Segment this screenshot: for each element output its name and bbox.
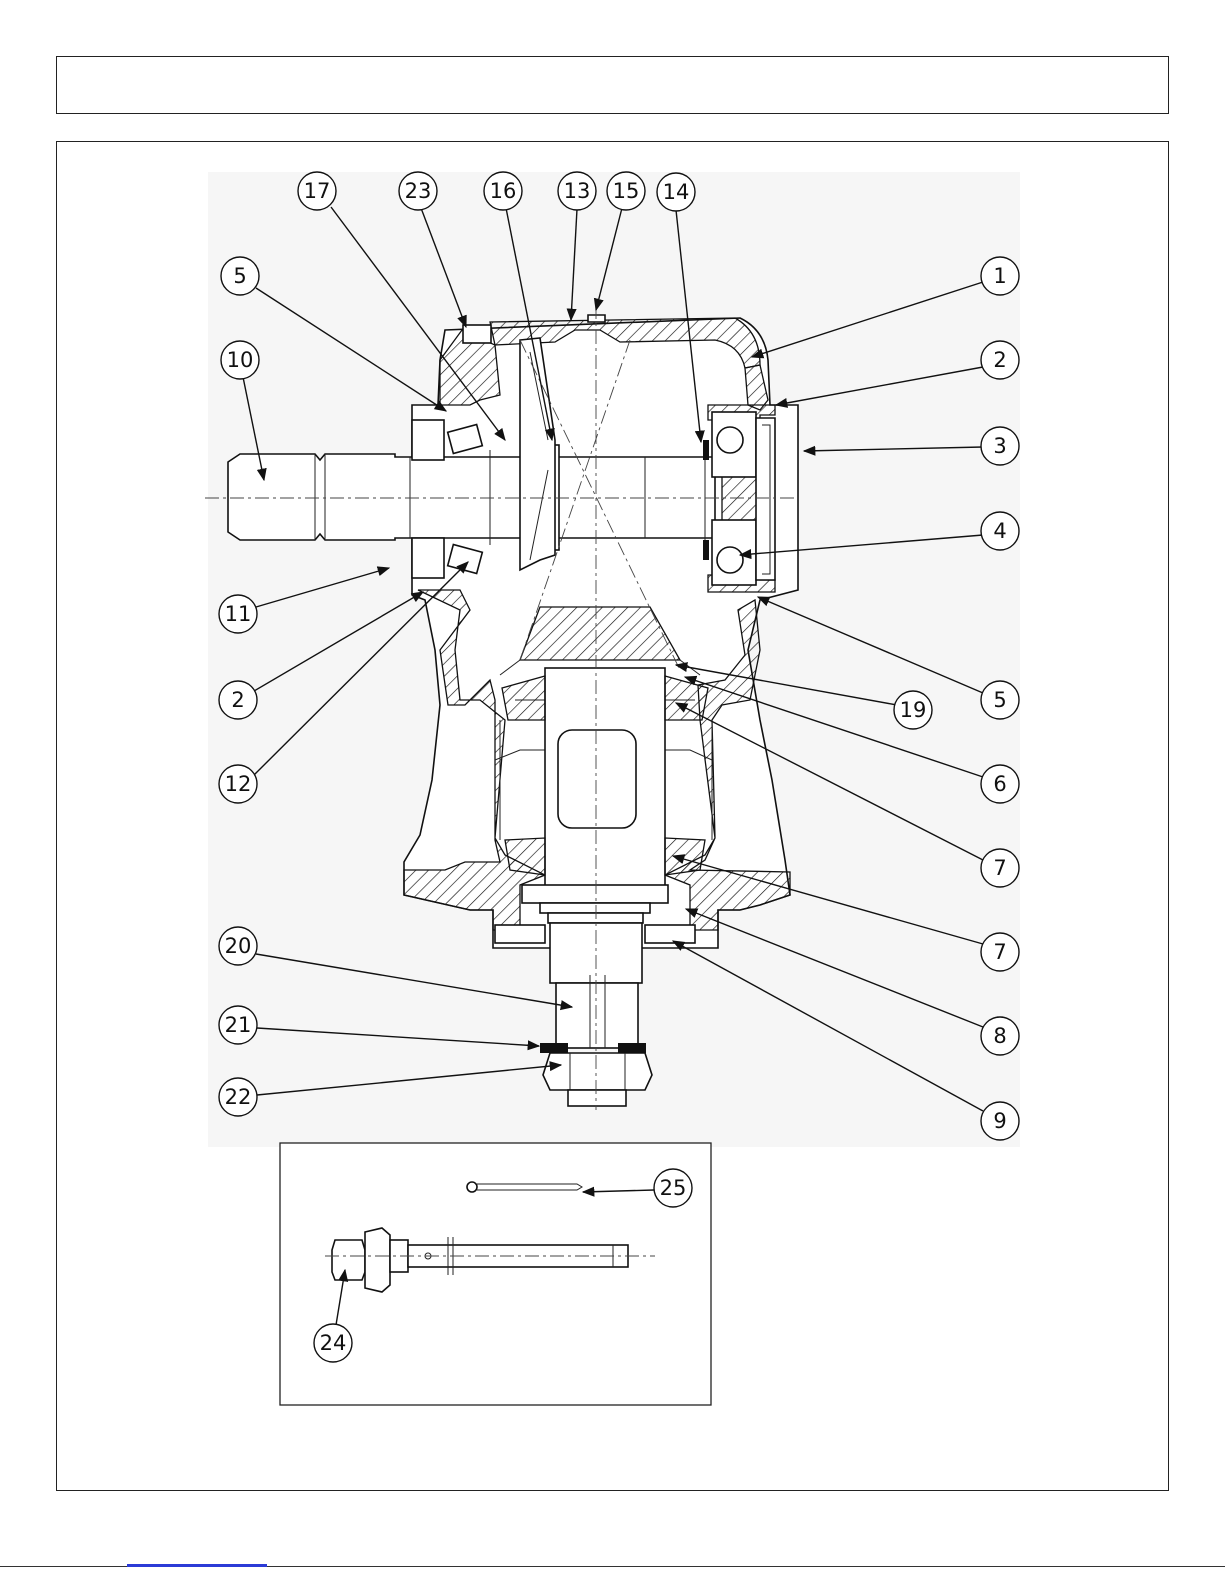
callout-2-right: 2	[981, 341, 1019, 379]
callout-23: 23	[399, 172, 437, 210]
footer-link[interactable]	[127, 1564, 267, 1567]
svg-text:1: 1	[993, 264, 1006, 288]
svg-text:7: 7	[993, 940, 1006, 964]
svg-text:7: 7	[993, 856, 1006, 880]
svg-text:11: 11	[225, 602, 252, 626]
callout-22: 22	[219, 1078, 257, 1116]
callout-10: 10	[221, 341, 259, 379]
callout-1: 1	[981, 257, 1019, 295]
callout-13: 13	[558, 172, 596, 210]
callout-20: 20	[219, 927, 257, 965]
callout-5-lower: 5	[981, 681, 1019, 719]
callout-7-lower: 7	[981, 933, 1019, 971]
callout-24: 24	[314, 1324, 352, 1362]
svg-text:14: 14	[663, 180, 690, 204]
callout-15: 15	[607, 172, 645, 210]
svg-text:12: 12	[225, 772, 252, 796]
svg-text:16: 16	[490, 179, 517, 203]
svg-text:3: 3	[993, 434, 1006, 458]
svg-text:23: 23	[405, 179, 432, 203]
callout-14: 14	[657, 173, 695, 211]
svg-text:10: 10	[227, 348, 254, 372]
callout-8: 8	[981, 1017, 1019, 1055]
svg-text:25: 25	[660, 1176, 687, 1200]
svg-text:19: 19	[900, 698, 927, 722]
svg-text:9: 9	[993, 1109, 1006, 1133]
svg-text:5: 5	[993, 688, 1006, 712]
callout-12: 12	[219, 765, 257, 803]
callout-5-upper: 5	[221, 257, 259, 295]
callout-6: 6	[981, 765, 1019, 803]
callout-11: 11	[219, 595, 257, 633]
callout-4: 4	[981, 512, 1019, 550]
svg-text:4: 4	[993, 519, 1006, 543]
svg-text:24: 24	[320, 1331, 347, 1355]
callout-19: 19	[894, 691, 932, 729]
svg-text:8: 8	[993, 1024, 1006, 1048]
callout-2-left: 2	[219, 681, 257, 719]
callout-17: 17	[298, 172, 336, 210]
svg-text:17: 17	[304, 179, 331, 203]
svg-text:5: 5	[233, 264, 246, 288]
callout-21: 21	[219, 1006, 257, 1044]
svg-text:20: 20	[225, 934, 252, 958]
svg-text:2: 2	[231, 688, 244, 712]
callout-9: 9	[981, 1102, 1019, 1140]
fill-plug	[463, 325, 491, 343]
svg-text:2: 2	[993, 348, 1006, 372]
svg-text:15: 15	[613, 179, 640, 203]
callout-7-upper: 7	[981, 849, 1019, 887]
callout-3: 3	[981, 427, 1019, 465]
breather-plug	[588, 315, 605, 322]
svg-text:22: 22	[225, 1085, 252, 1109]
svg-text:13: 13	[564, 179, 591, 203]
svg-text:6: 6	[993, 772, 1006, 796]
callout-16: 16	[484, 172, 522, 210]
callout-25: 25	[654, 1169, 692, 1207]
svg-text:21: 21	[225, 1013, 252, 1037]
